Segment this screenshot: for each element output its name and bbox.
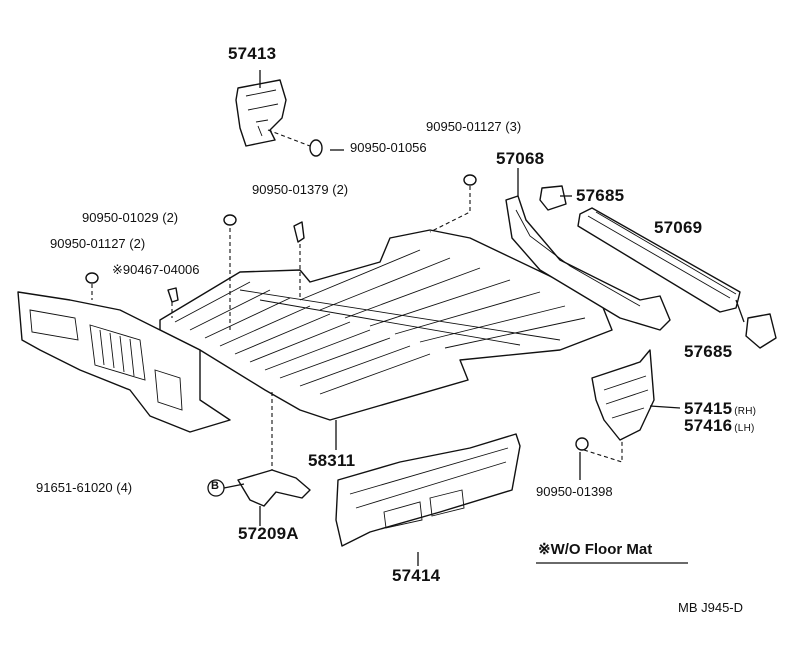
label-90950-01127-2: 90950-01127 (2) <box>50 236 146 251</box>
rail-57068 <box>505 195 671 331</box>
fasteners <box>85 139 589 451</box>
label-57414: 57414 <box>392 566 441 585</box>
part-number-57416: 57416 <box>684 416 733 435</box>
label-57685-bottom: 57685 <box>684 342 733 361</box>
floor-pan-58311 <box>159 229 613 421</box>
leader-lines <box>91 70 745 566</box>
left-side-member <box>17 291 231 433</box>
block-57685-bottom <box>745 313 777 349</box>
label-57209A: 57209A <box>238 524 299 543</box>
rail-57069 <box>577 207 741 313</box>
label-91651-61020: 91651-61020 (4) <box>36 480 133 495</box>
side-lh: (LH) <box>734 423 755 434</box>
callout-b-letter: B <box>211 480 219 492</box>
label-90950-01056: 90950-01056 <box>350 140 427 155</box>
label-90467-04006: ※90467-04006 <box>112 262 200 277</box>
label-90950-01379: 90950-01379 (2) <box>252 182 349 197</box>
label-57068: 57068 <box>496 149 545 168</box>
label-57416: 57416(LH) <box>684 416 755 436</box>
block-57685-top <box>539 185 567 211</box>
part-number-57415: 57415 <box>684 399 733 418</box>
bracket-57413 <box>235 79 287 147</box>
label-57685-top: 57685 <box>576 186 625 205</box>
label-57415: 57415(RH) <box>684 399 756 419</box>
label-57413: 57413 <box>228 44 277 63</box>
side-rh: (RH) <box>734 406 757 417</box>
bracket-57415 <box>591 349 655 441</box>
note-without-floor-mat: ※W/O Floor Mat <box>538 541 653 558</box>
label-90950-01029: 90950-01029 (2) <box>82 210 179 225</box>
panel-57414 <box>335 433 521 547</box>
footer-code: MB J945-D <box>678 600 744 615</box>
bracket-57209A <box>237 469 311 507</box>
label-58311: 58311 <box>308 451 356 470</box>
label-57069: 57069 <box>654 218 703 237</box>
callout-b-circle <box>207 479 225 497</box>
label-90950-01398: 90950-01398 <box>536 484 613 499</box>
label-90950-01127-3: 90950-01127 (3) <box>426 119 522 134</box>
